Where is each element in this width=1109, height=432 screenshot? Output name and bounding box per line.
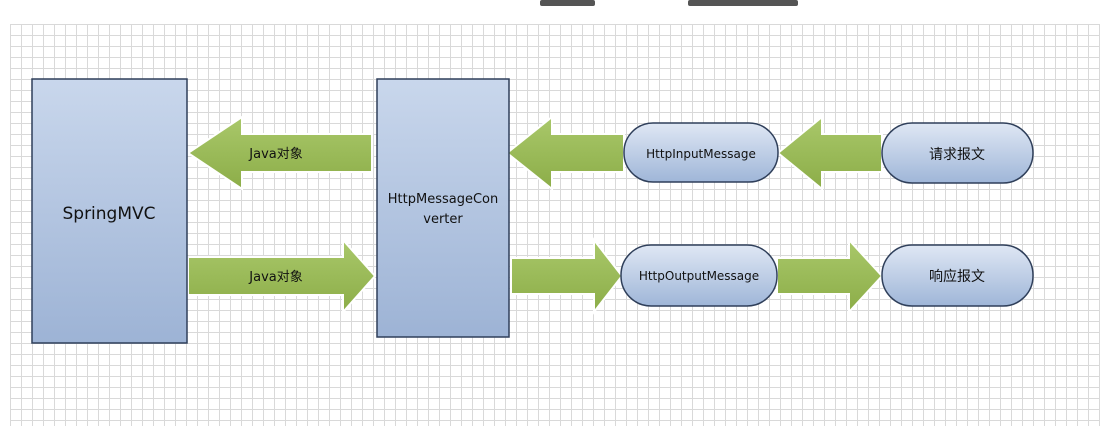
top-cropped-mark (688, 0, 798, 6)
converter-box (376, 78, 510, 338)
grid-canvas (10, 24, 1100, 426)
arrow-bottom-label: Java对象 (248, 270, 302, 285)
input-message-label: HttpInputMessage (646, 147, 756, 161)
response-label: 响应报文 (929, 268, 985, 285)
request-label: 请求报文 (929, 147, 985, 163)
output-message-pill (620, 244, 778, 307)
input-message-pill (623, 122, 779, 183)
arrow-request-to-input (776, 114, 883, 192)
arrow-input-to-converter (505, 114, 625, 192)
converter-label-line2: verter (423, 212, 463, 227)
response-pill (881, 244, 1034, 307)
arrow-springmvc-to-converter (187, 237, 377, 315)
request-pill (881, 122, 1034, 184)
springmvc-box (31, 78, 188, 344)
arrow-converter-to-output (510, 237, 624, 315)
arrow-output-to-response (776, 237, 884, 315)
arrow-converter-to-springmvc (186, 115, 373, 191)
output-message-label: HttpOutputMessage (639, 269, 759, 283)
top-cropped-mark (540, 0, 595, 6)
converter-label-line1: HttpMessageCon (388, 192, 498, 207)
springmvc-label: SpringMVC (62, 204, 155, 224)
arrow-top-label: Java对象 (248, 147, 302, 162)
